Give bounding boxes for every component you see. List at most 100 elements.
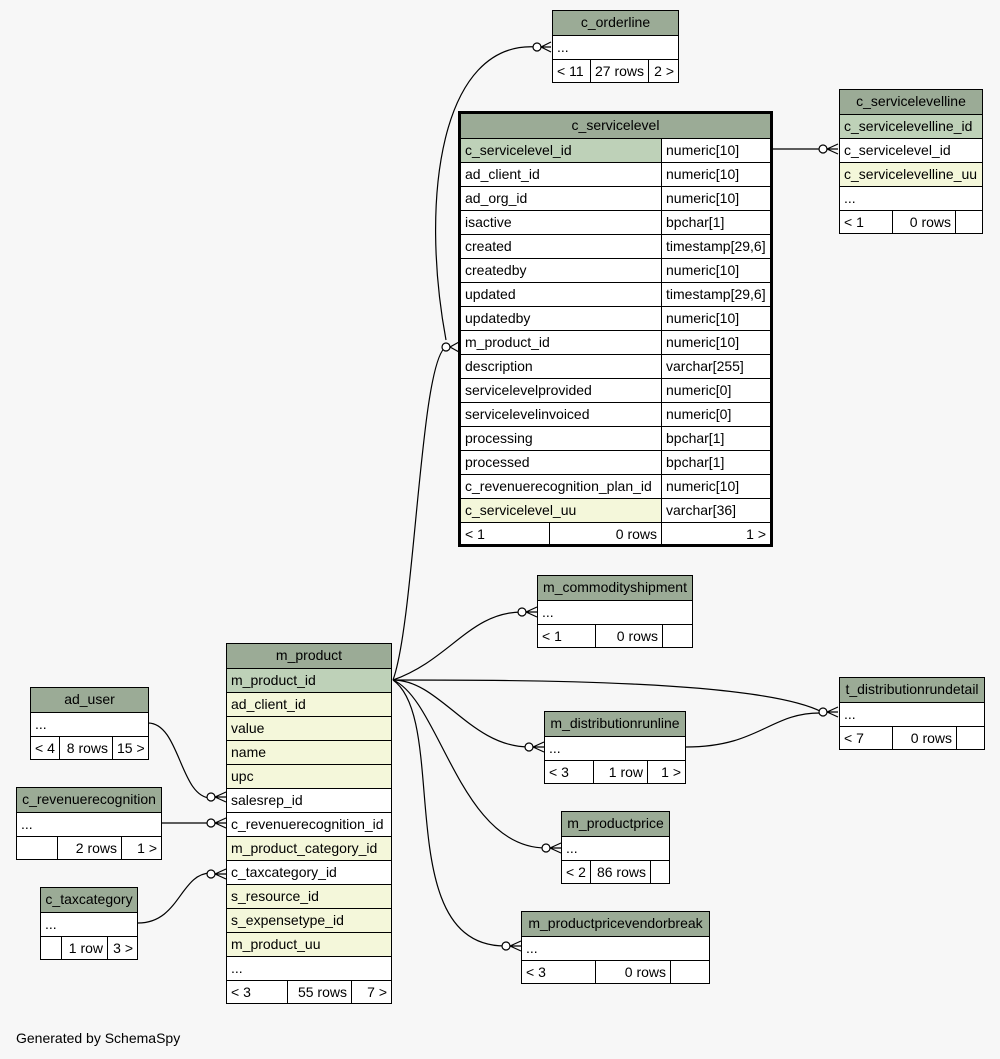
table-m-productpricevendorbreak[interactable]: m_productpricevendorbreak ... < 3 0 rows [521, 911, 710, 984]
children-count [650, 861, 669, 884]
column-name: createdby [465, 262, 527, 278]
table-title[interactable]: c_servicelevel [461, 114, 770, 138]
table-t-distributionrundetail[interactable]: t_distributionrundetail ... < 7 0 rows [839, 677, 985, 750]
row-count: 0 rows [595, 625, 662, 648]
table-title[interactable]: c_servicelevelline [840, 90, 982, 114]
column-name: processing [465, 430, 533, 446]
column-type: numeric[10] [661, 475, 770, 498]
row-count: 8 rows [59, 737, 112, 760]
parents-count: < 4 [35, 740, 55, 756]
table-ad-user[interactable]: ad_user ... < 4 8 rows 15 > [30, 687, 149, 760]
column-row-c-servicelevelline-uu[interactable]: c_servicelevelline_uu [840, 162, 982, 186]
column-row-m-product-uu[interactable]: m_product_uu [227, 932, 391, 956]
table-title[interactable]: ad_user [31, 688, 148, 712]
column-name: s_resource_id [231, 888, 319, 904]
column-name: processed [465, 454, 530, 470]
column-row-m-product-id[interactable]: m_product_id [227, 668, 391, 692]
table-title[interactable]: m_commodityshipment [538, 576, 692, 600]
column-row-c-servicelevelline-id[interactable]: c_servicelevelline_id [840, 114, 982, 138]
table-c-orderline[interactable]: c_orderline ... < 11 27 rows 2 > [552, 10, 679, 83]
column-type: varchar[255] [661, 355, 770, 378]
column-row-salesrep-id[interactable]: salesrep_id [227, 788, 391, 812]
ellipsis-row: ... [538, 600, 692, 624]
table-title[interactable]: c_orderline [553, 11, 678, 35]
column-row-s-resource-id[interactable]: s_resource_id [227, 884, 391, 908]
children-count: 3 > [107, 937, 137, 960]
column-type: timestamp[29,6] [661, 235, 770, 258]
column-type: numeric[10] [661, 331, 770, 354]
column-name: upc [231, 768, 254, 784]
column-row-upc[interactable]: upc [227, 764, 391, 788]
column-row-created[interactable]: created timestamp[29,6] [461, 234, 770, 258]
row-count: 1 row [61, 937, 107, 960]
table-footer: < 3 55 rows 7 > [227, 980, 391, 1004]
column-name: updated [465, 286, 516, 302]
edge-product-productprice [392, 679, 547, 849]
column-row-c-taxcategory-id[interactable]: c_taxcategory_id [227, 860, 391, 884]
table-m-commodityshipment[interactable]: m_commodityshipment ... < 1 0 rows [537, 575, 693, 648]
row-count: 55 rows [287, 981, 351, 1004]
edge-taxcategory-product [137, 872, 212, 924]
column-type: numeric[10] [661, 307, 770, 330]
table-m-distributionrunline[interactable]: m_distributionrunline ... < 3 1 row 1 > [544, 711, 686, 784]
row-count: 1 row [593, 761, 647, 784]
row-count: 0 rows [595, 961, 670, 984]
children-count: 7 > [351, 981, 391, 1004]
table-m-productprice[interactable]: m_productprice ... < 2 86 rows [561, 811, 670, 884]
column-row-c-servicelevel-id[interactable]: c_servicelevel_id [840, 138, 982, 162]
table-title[interactable]: m_distributionrunline [545, 712, 685, 736]
column-name: c_servicelevelline_uu [844, 166, 978, 182]
table-title[interactable]: t_distributionrundetail [840, 678, 984, 702]
row-count: 0 rows [892, 211, 955, 234]
column-name: salesrep_id [231, 792, 303, 808]
parents-count: < 2 [566, 864, 586, 880]
parents-count: < 7 [844, 730, 864, 746]
table-c-servicelevelline[interactable]: c_servicelevelline c_servicelevelline_id… [839, 89, 983, 234]
column-row-c-revenuerecognition-id[interactable]: c_revenuerecognition_id [227, 812, 391, 836]
parents-count [17, 837, 57, 860]
parents-count: < 1 [844, 214, 864, 230]
table-title[interactable]: m_productpricevendorbreak [522, 912, 709, 936]
children-count: 2 > [648, 60, 678, 83]
column-row-m-product-category-id[interactable]: m_product_category_id [227, 836, 391, 860]
table-title[interactable]: c_revenuerecognition [17, 788, 161, 812]
column-row-ad-client-id[interactable]: ad_client_id [227, 692, 391, 716]
table-footer: 1 row 3 > [41, 936, 137, 960]
table-footer: < 7 0 rows [840, 726, 984, 750]
column-row-value[interactable]: value [227, 716, 391, 740]
column-row-s-expensetype-id[interactable]: s_expensetype_id [227, 908, 391, 932]
table-title[interactable]: m_product [227, 644, 391, 668]
column-row-name[interactable]: name [227, 740, 391, 764]
row-count: 27 rows [590, 60, 648, 83]
ellipsis-row: ... [840, 702, 984, 726]
column-name: c_taxcategory_id [231, 864, 337, 880]
table-title[interactable]: c_taxcategory [41, 888, 137, 912]
column-type: numeric[0] [661, 403, 770, 426]
column-name: ad_client_id [231, 696, 306, 712]
table-c-revenuerecognition[interactable]: c_revenuerecognition ... 2 rows 1 > [16, 787, 162, 860]
ellipsis-row: ... [553, 35, 678, 59]
table-title[interactable]: m_productprice [562, 812, 669, 836]
column-name: m_product_category_id [231, 840, 378, 856]
children-count [662, 625, 692, 648]
table-footer: < 4 8 rows 15 > [31, 736, 148, 760]
table-c-taxcategory[interactable]: c_taxcategory ... 1 row 3 > [40, 887, 138, 960]
column-name: created [465, 238, 512, 254]
